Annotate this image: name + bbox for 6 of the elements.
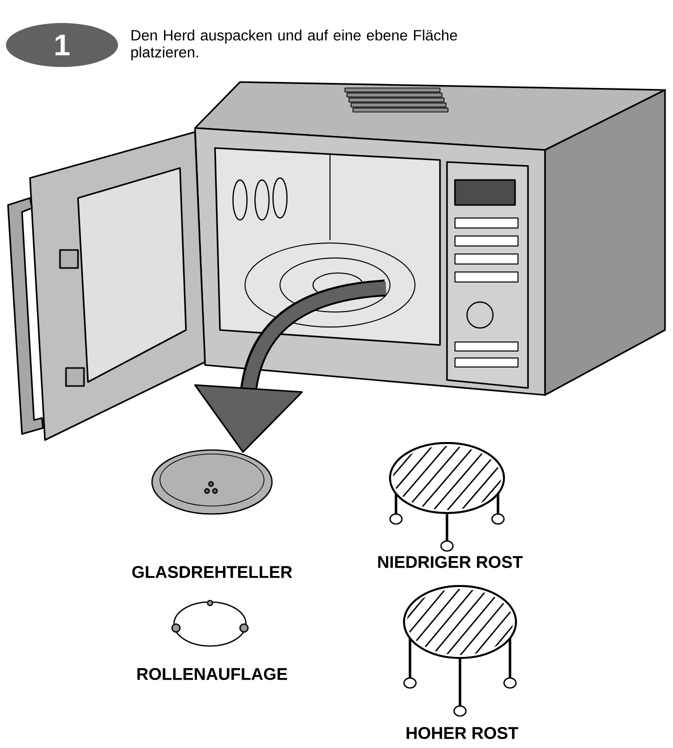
instruction-text: Den Herd auspacken und auf eine ebene Fläche platzieren.	[131, 30, 457, 60]
part-label: NIEDRIGER ROST	[378, 556, 523, 568]
step-badge: 1	[6, 23, 118, 67]
part-label: HOHER ROST	[406, 727, 518, 739]
part-label: ROLLENAUFLAGE	[137, 668, 288, 680]
part-label: GLASDREHTELLER	[132, 566, 292, 578]
